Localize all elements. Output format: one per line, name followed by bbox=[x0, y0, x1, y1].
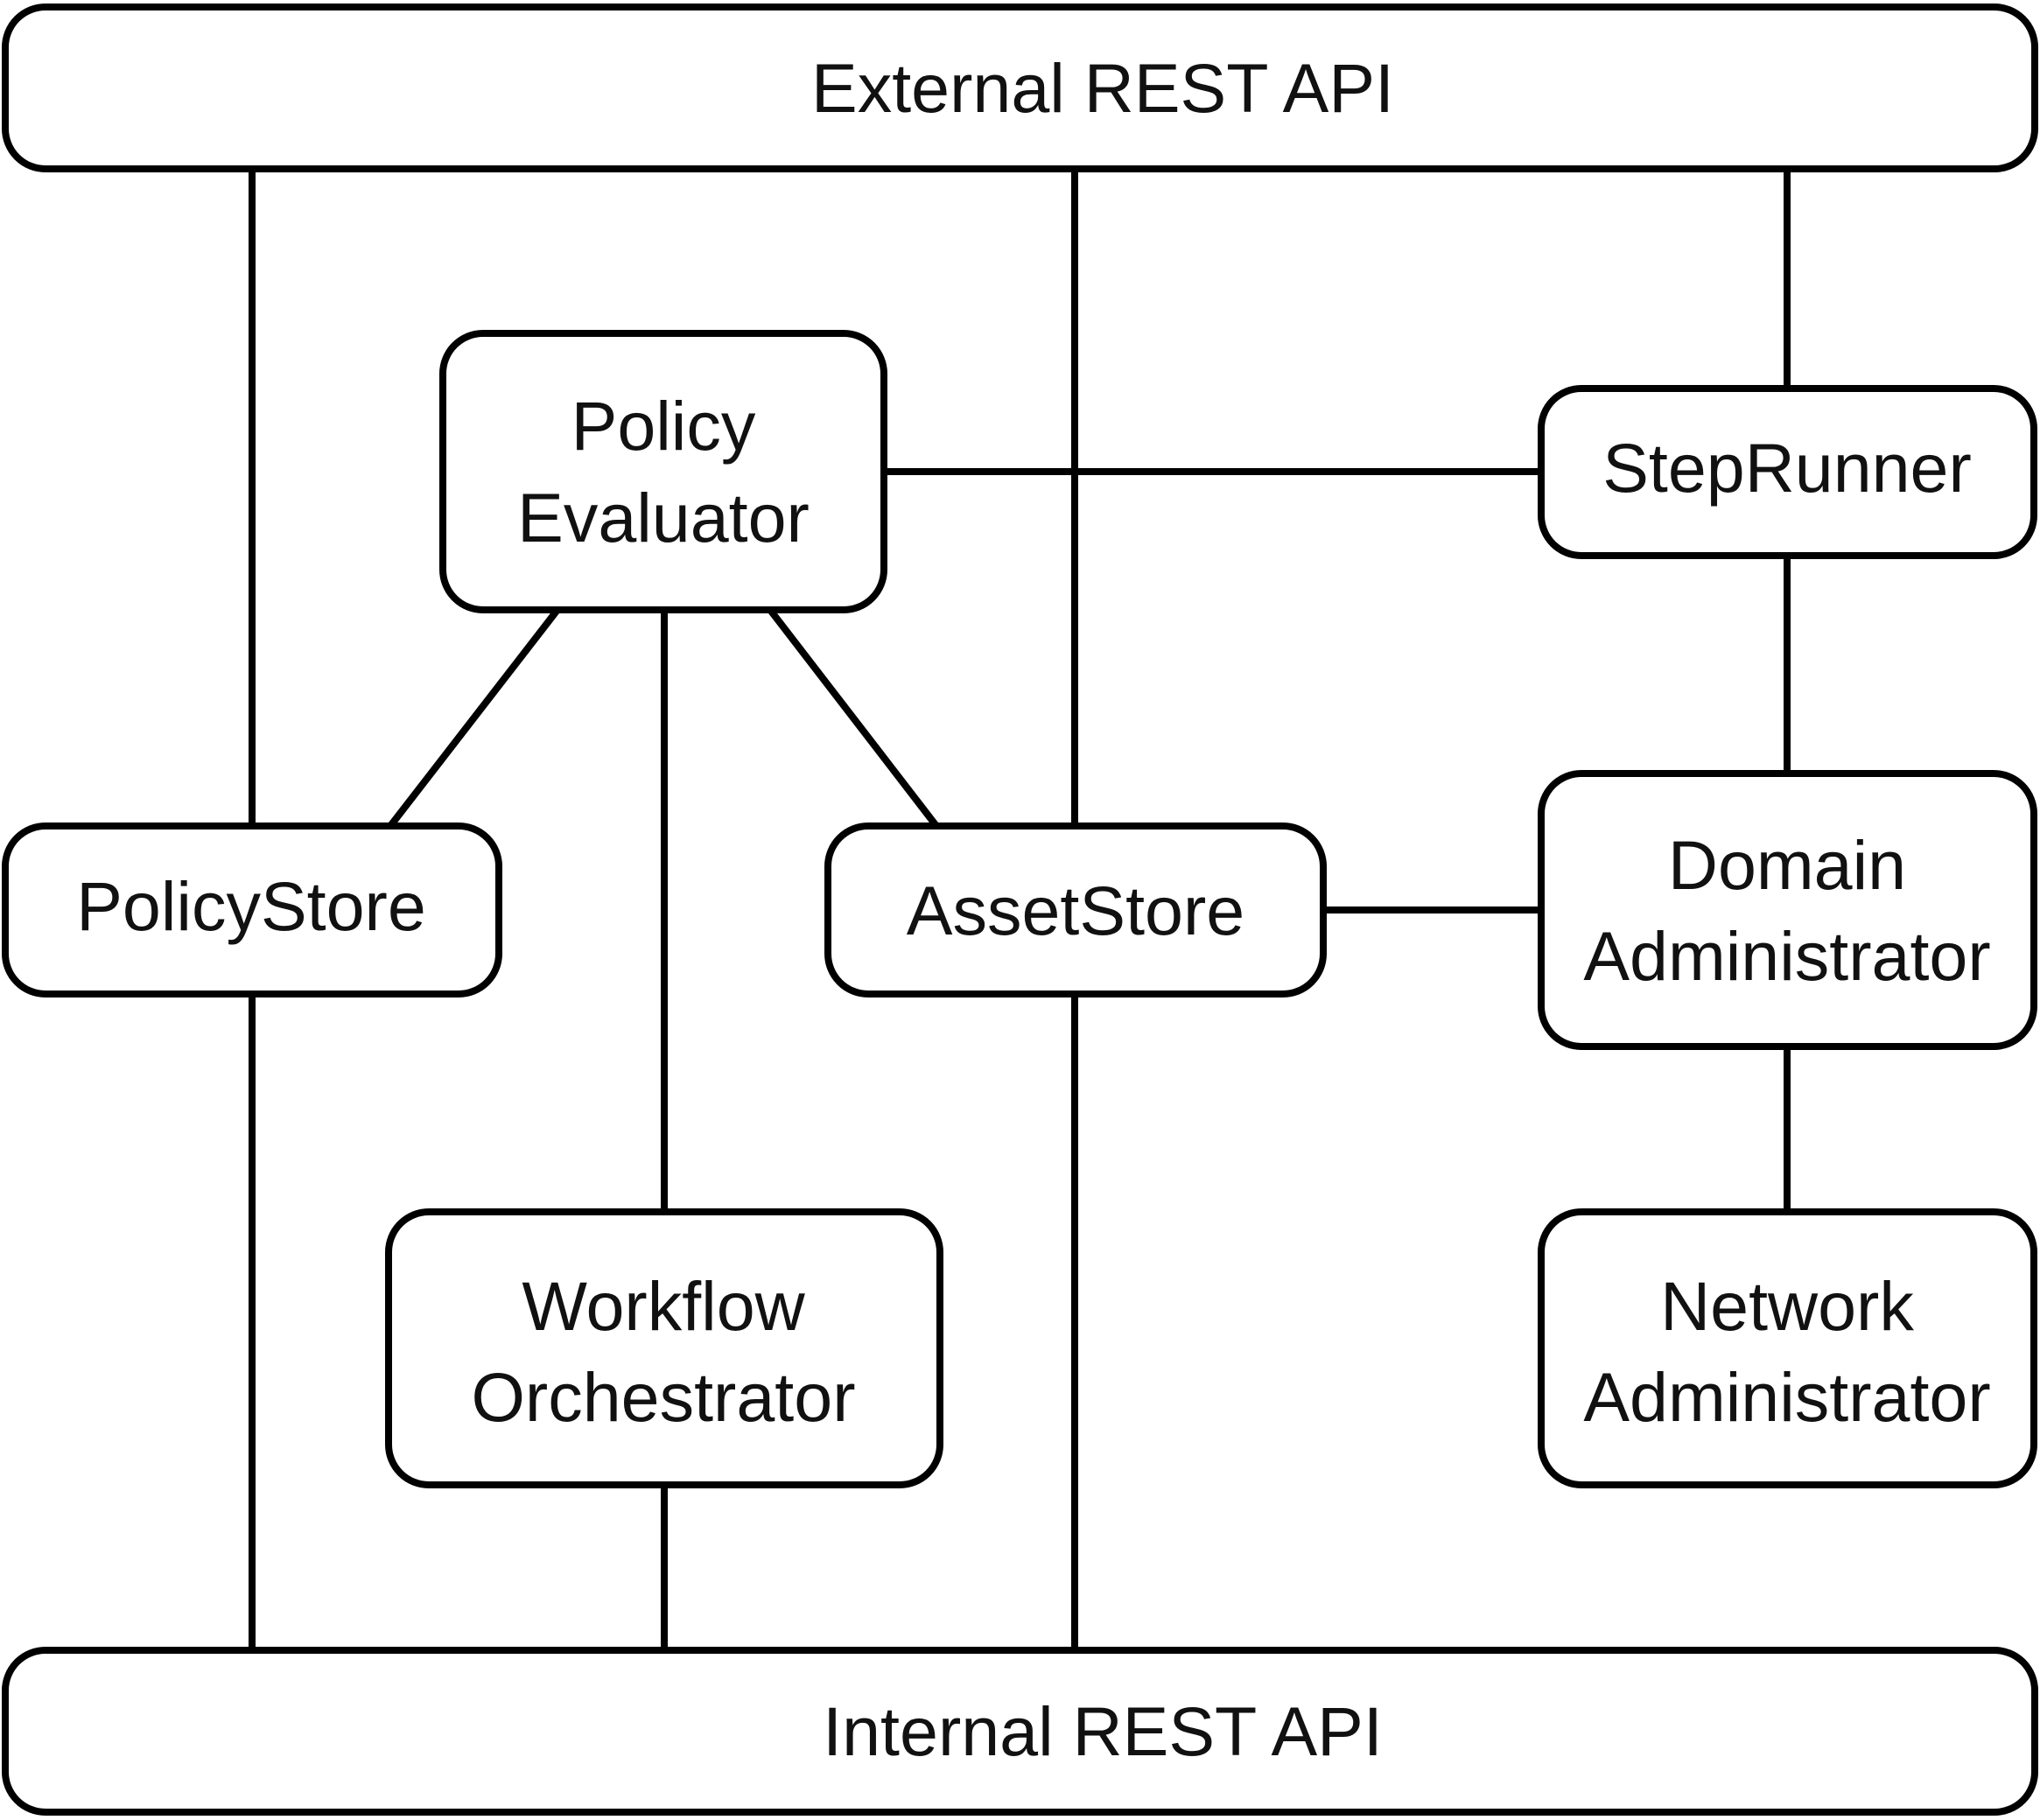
policy-store-box: PolicyStore bbox=[2, 822, 502, 998]
network-administrator-label-line1: Network bbox=[1660, 1267, 1914, 1345]
edge-policy-evaluator-to-asset-store bbox=[767, 607, 940, 829]
asset-store-box: AssetStore bbox=[824, 822, 1327, 998]
external-rest-api-box: External REST API bbox=[2, 4, 2038, 172]
workflow-orchestrator-label-line2: Orchestrator bbox=[471, 1358, 855, 1436]
policy-evaluator-label-line2: Evaluator bbox=[517, 479, 810, 556]
network-administrator-label-line2: Administrator bbox=[1583, 1358, 1990, 1436]
internal-rest-api-box: Internal REST API bbox=[2, 1647, 2038, 1816]
network-administrator-box: Network Administrator bbox=[1538, 1208, 2037, 1488]
policy-evaluator-label-line1: Policy bbox=[571, 387, 756, 465]
edges bbox=[249, 169, 1791, 1650]
workflow-orchestrator-box: Workflow Orchestrator bbox=[385, 1208, 943, 1488]
step-runner-label: StepRunner bbox=[1602, 429, 1972, 507]
domain-administrator-label-line1: Domain bbox=[1668, 826, 1906, 904]
internal-rest-api-label: Internal REST API bbox=[823, 1692, 1383, 1770]
policy-evaluator-box: Policy Evaluator bbox=[439, 330, 887, 613]
domain-administrator-box: Domain Administrator bbox=[1538, 770, 2037, 1050]
external-rest-api-label: External REST API bbox=[811, 49, 1394, 127]
workflow-orchestrator-label-line1: Workflow bbox=[522, 1267, 805, 1345]
edge-policy-evaluator-to-policy-store bbox=[387, 607, 561, 829]
domain-administrator-label-line2: Administrator bbox=[1583, 917, 1990, 995]
policy-store-label: PolicyStore bbox=[76, 867, 426, 945]
step-runner-box: StepRunner bbox=[1538, 385, 2037, 559]
asset-store-label: AssetStore bbox=[907, 872, 1244, 949]
